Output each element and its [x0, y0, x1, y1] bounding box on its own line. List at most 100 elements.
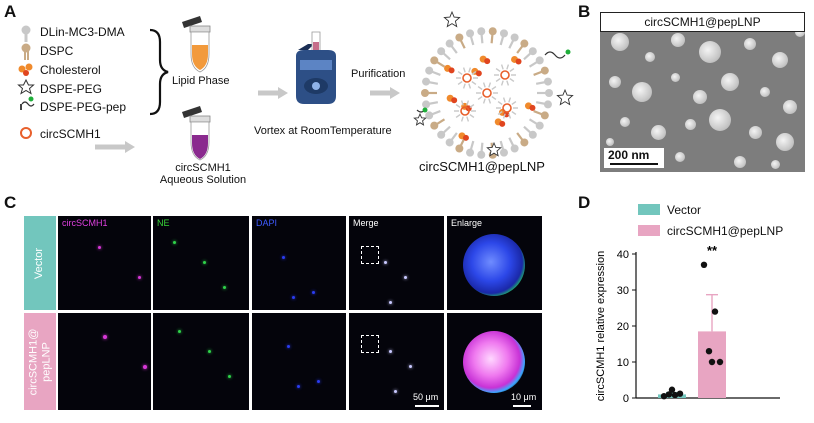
fluorescence-spot — [138, 276, 141, 279]
legend-circscmh1: circSCMH1 — [40, 127, 101, 141]
micro-cell-r2-c2 — [153, 313, 249, 410]
micro-cell-r1-c3: DAPI — [252, 216, 346, 310]
tem-particle — [650, 124, 666, 140]
dspc-icon — [21, 43, 31, 60]
arrow-to-purification — [390, 87, 400, 99]
y-tick-label: 40 — [617, 249, 629, 261]
legend-dspe-peg-pep: DSPE-PEG-pep — [40, 100, 127, 114]
legend-dspe-peg: DSPE-PEG — [40, 82, 103, 96]
aqueous-phase-tube — [182, 106, 211, 161]
tem-particle — [772, 52, 788, 68]
aqueous-label-2: Aqueous Solution — [159, 174, 247, 186]
tem-scale-box: 200 nm — [604, 148, 664, 168]
micro-cell-r2-c1 — [58, 313, 151, 410]
zoom-region-box — [361, 335, 379, 353]
tem-particle — [699, 41, 721, 63]
legend-swatch-vector — [638, 204, 660, 215]
panel-d-letter: D — [578, 193, 591, 212]
legend-dspc: DSPC — [40, 44, 74, 58]
fluorescence-spot — [312, 291, 315, 294]
purification-label: Purification — [351, 68, 406, 80]
micro-cell-r1-c1: circSCMH1 — [58, 216, 151, 310]
legend-vector: Vector — [667, 203, 702, 217]
row-label-vector-text: Vector — [33, 247, 46, 279]
y-tick-label: 0 — [623, 393, 629, 405]
fluorescence-spot — [297, 385, 300, 388]
row-label-lnp: circSCMH1@ pepLNP — [24, 313, 56, 410]
tem-particle — [632, 82, 652, 102]
enlarge-scale-bar — [513, 405, 531, 407]
column-label-1: circSCMH1 — [62, 218, 108, 228]
fluorescence-spot — [317, 380, 320, 383]
fluorescence-spot — [409, 365, 412, 368]
tem-particle — [693, 90, 707, 104]
panel-c-letter: C — [4, 193, 17, 212]
significance-marker: ** — [707, 243, 718, 258]
data-point — [705, 348, 713, 355]
aqueous-label-1: circSCMH1 — [175, 162, 231, 174]
row-label-vector: Vector — [24, 216, 56, 310]
tem-particle — [760, 87, 770, 97]
column-label-4: Merge — [353, 218, 379, 228]
arrow-to-aqueous — [125, 141, 135, 153]
lipid-phase-tube — [182, 16, 211, 73]
lnp-product-label: circSCMH1@pepLNP — [419, 159, 545, 174]
tem-particle — [670, 72, 680, 82]
legend-dlin: DLin-MC3-DMA — [40, 25, 125, 39]
tem-micrograph — [600, 12, 805, 172]
legend-brace — [149, 28, 169, 116]
tem-particle — [620, 117, 630, 127]
tem-title: circSCMH1@pepLNP — [600, 12, 805, 32]
tem-particle — [611, 33, 629, 51]
cholesterol-icon — [18, 63, 33, 76]
fluorescence-spot — [178, 330, 181, 333]
fluorescence-spot — [143, 365, 147, 369]
y-tick-label: 30 — [617, 285, 629, 297]
enlarged-cell — [463, 331, 525, 393]
micro-cell-r2-c5 — [447, 313, 542, 410]
tem-particle — [721, 73, 739, 91]
fluorescence-spot — [103, 335, 107, 339]
y-axis-label: circSCMH1 relative expression — [595, 251, 607, 401]
lipid-phase-label: Lipid Phase — [172, 75, 230, 87]
column-label-3: DAPI — [256, 218, 278, 228]
y-tick-label: 20 — [617, 321, 629, 333]
bar-chart: 0 10 20 30 40 circSCMH1 relative expression ** — [595, 243, 780, 405]
tem-particle — [684, 118, 696, 130]
merge-scale-bar — [415, 405, 439, 407]
arrow-to-vortex — [278, 87, 288, 99]
micro-cell-r2-c3 — [252, 313, 346, 410]
tem-particle — [645, 52, 655, 62]
data-point — [665, 391, 673, 398]
fluorescence-spot — [173, 241, 176, 244]
fluorescence-spot — [98, 246, 101, 249]
data-point — [671, 391, 679, 399]
panel-a-letter: A — [4, 2, 17, 21]
vortex-label: Vortex at RoomTemperature — [254, 125, 392, 137]
column-label-5: Enlarge — [451, 218, 483, 228]
tem-particle — [783, 100, 797, 114]
data-point — [711, 308, 719, 315]
data-point — [668, 386, 676, 393]
fluorescence-spot — [389, 301, 392, 304]
panel-a-schematic — [17, 10, 574, 161]
fluorescence-spot — [389, 350, 392, 353]
tem-particle — [675, 152, 685, 162]
data-point — [660, 393, 668, 400]
tem-scale-bar — [610, 163, 658, 165]
fluorescence-spot — [394, 390, 397, 393]
circrna-icon — [20, 127, 32, 139]
dspe-peg-icon — [17, 78, 35, 95]
bar-group-1 — [658, 386, 686, 400]
zoom-region-box — [361, 246, 379, 264]
enlarge-scale-label: 10 μm — [511, 392, 537, 402]
micro-cell-r2-c4 — [349, 313, 444, 410]
vortex-machine-icon — [296, 31, 336, 104]
dlin-icon — [21, 25, 31, 42]
column-label-2: NE — [157, 218, 170, 228]
fluorescence-spot — [287, 345, 290, 348]
bar-group-2 — [698, 261, 726, 398]
fluorescence-spot — [203, 261, 206, 264]
y-tick-label: 10 — [617, 357, 629, 369]
data-point — [708, 358, 716, 366]
